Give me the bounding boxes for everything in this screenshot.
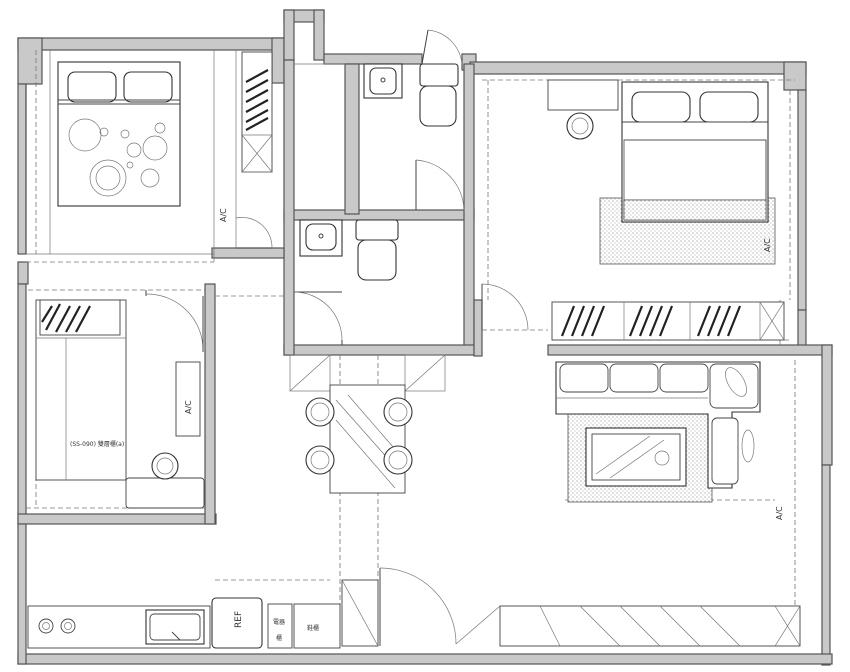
cabinet-label-c: 鞋櫃	[307, 624, 319, 632]
stove-icon	[38, 618, 76, 634]
dining-chair-icon	[305, 397, 413, 475]
sink-icon	[145, 609, 205, 645]
door-swing-icon	[415, 159, 465, 211]
bedroom-3: A/C	[481, 79, 785, 341]
sofa-icon	[555, 361, 761, 489]
dining-area	[289, 354, 446, 494]
sink-icon	[299, 219, 343, 257]
sink-icon	[363, 63, 403, 99]
toilet-icon	[419, 63, 459, 127]
door-swing-icon	[421, 29, 463, 65]
living-room: A/C	[341, 361, 801, 647]
cabinet-label-b: 櫃	[276, 634, 282, 642]
door-swing-icon	[379, 567, 501, 646]
wardrobe-hatch-icon	[39, 299, 121, 336]
ref-label: REF	[234, 611, 244, 628]
door-swing-icon	[235, 217, 273, 249]
tv-cabinet	[499, 605, 801, 647]
coffee-table-icon	[585, 427, 687, 487]
wardrobe-hatch-icon	[551, 301, 785, 341]
door-swing-icon	[145, 290, 204, 353]
bedroom-2: (SS-090) 雙層櫃(a) A/C	[35, 290, 205, 509]
bed-icon	[621, 81, 769, 223]
armchair-icon	[566, 112, 594, 140]
ac-label-living: A/C	[775, 506, 784, 520]
ac-label-bedroom-3: A/C	[763, 238, 772, 252]
cabinet-label-a: 電器	[273, 619, 285, 626]
ac-label-bedroom-1: A/C	[219, 208, 228, 222]
wardrobe-note: (SS-090) 雙層櫃(a)	[70, 440, 124, 448]
refrigerator: REF	[211, 597, 263, 649]
walls	[17, 9, 833, 666]
wardrobe-hatch-icon	[241, 51, 273, 173]
door-swing-icon	[481, 283, 529, 331]
bed-icon	[57, 61, 181, 207]
ac-label-bedroom-2: A/C	[184, 400, 193, 414]
bedroom-1: A/C	[25, 50, 273, 262]
bathroom-lower	[293, 219, 399, 345]
armchair-icon	[151, 452, 179, 480]
toilet-icon	[355, 219, 399, 281]
bathroom-upper	[294, 29, 465, 211]
kitchen: REF 電器 櫃 鞋櫃	[27, 597, 341, 649]
door-swing-icon	[293, 291, 343, 345]
